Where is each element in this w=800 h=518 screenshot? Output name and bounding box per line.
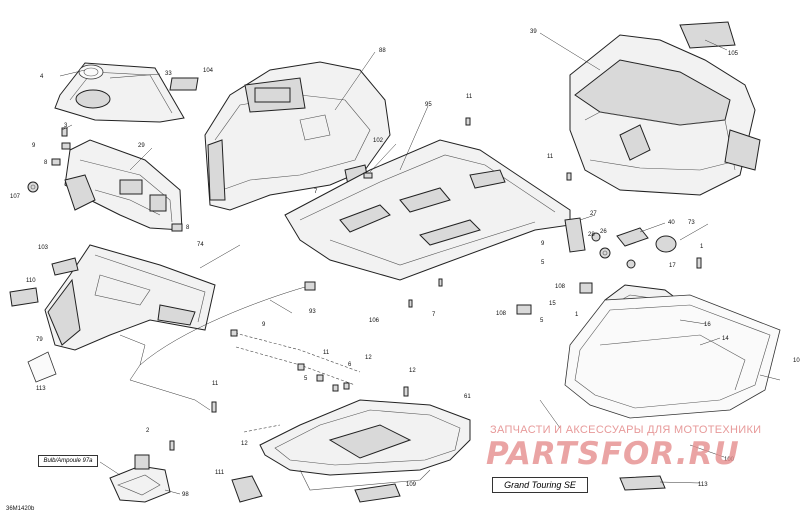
light-housing-74 <box>44 244 216 351</box>
bracket-107b <box>516 304 532 315</box>
svg-text:17: 17 <box>669 263 676 269</box>
svg-text:104: 104 <box>203 68 214 74</box>
cover-plate-33 <box>54 62 185 123</box>
decal-113 <box>619 475 666 491</box>
svg-text:12: 12 <box>365 355 372 361</box>
svg-text:33: 33 <box>165 71 172 77</box>
svg-text:93: 93 <box>309 309 316 315</box>
svg-text:113: 113 <box>698 482 708 488</box>
svg-text:1: 1 <box>700 244 704 250</box>
svg-text:15: 15 <box>549 301 556 307</box>
svg-text:3: 3 <box>64 123 68 129</box>
svg-text:14: 14 <box>722 336 729 342</box>
svg-text:2: 2 <box>146 428 150 434</box>
svg-text:103: 103 <box>38 245 49 251</box>
svg-text:105: 105 <box>728 51 739 57</box>
decal-109 <box>9 287 39 307</box>
svg-text:11: 11 <box>547 154 554 160</box>
svg-text:108: 108 <box>555 284 566 290</box>
decal-104 <box>679 21 736 49</box>
callout-labels: 4 33 104 3 29 9 8 107 8 103 74 110 79 11… <box>10 29 800 498</box>
svg-text:110: 110 <box>26 278 36 284</box>
svg-text:9: 9 <box>262 322 266 328</box>
bracket-39 <box>564 217 586 253</box>
svg-text:9: 9 <box>541 241 545 247</box>
svg-text:98: 98 <box>182 492 189 498</box>
svg-text:73: 73 <box>688 220 695 226</box>
svg-text:4: 4 <box>40 74 44 80</box>
rack-assembly-22 <box>564 284 781 419</box>
bulb-97 <box>109 454 171 503</box>
svg-text:29: 29 <box>138 143 145 149</box>
clip-8 <box>171 223 183 232</box>
svg-text:109: 109 <box>406 482 417 488</box>
svg-text:9: 9 <box>32 143 36 149</box>
knob-75 <box>655 235 677 253</box>
base-plate-93 <box>284 139 571 281</box>
watermark-brand: PARTSFOR.RU <box>486 436 740 472</box>
svg-text:11: 11 <box>212 381 219 387</box>
svg-text:16: 16 <box>704 322 711 328</box>
svg-text:26: 26 <box>600 229 607 235</box>
svg-text:27: 27 <box>590 211 597 217</box>
svg-text:11: 11 <box>323 350 330 356</box>
svg-text:7: 7 <box>314 189 318 195</box>
bolt-26 <box>626 259 636 269</box>
svg-text:12: 12 <box>409 368 416 374</box>
watermark-subtitle: ЗАПЧАСТИ И АКСЕССУАРЫ ДЛЯ МОТОТЕХНИКИ <box>490 424 762 436</box>
svg-text:61: 61 <box>464 394 471 400</box>
svg-text:106: 106 <box>369 318 380 324</box>
model-name-label: Grand Touring SE <box>492 477 588 493</box>
svg-text:102: 102 <box>373 138 384 144</box>
decal-110 <box>231 475 263 503</box>
svg-text:100: 100 <box>724 457 735 463</box>
svg-text:11: 11 <box>466 94 473 100</box>
document-id: 36M1420b <box>6 506 35 512</box>
svg-text:95: 95 <box>425 102 432 108</box>
svg-text:113: 113 <box>36 386 46 392</box>
svg-text:10: 10 <box>793 358 800 364</box>
decal-108 <box>354 483 401 503</box>
wire-harness-95 <box>119 286 306 411</box>
svg-text:88: 88 <box>379 48 386 54</box>
svg-text:1: 1 <box>575 312 579 318</box>
grommet-106 <box>27 181 39 193</box>
svg-text:107: 107 <box>10 194 21 200</box>
bracket-29 <box>64 139 183 231</box>
svg-text:28: 28 <box>588 232 595 238</box>
svg-text:5: 5 <box>540 318 544 324</box>
svg-text:108: 108 <box>496 311 507 317</box>
decal-101 <box>51 257 79 276</box>
svg-text:8: 8 <box>186 225 190 231</box>
svg-text:74: 74 <box>197 242 204 248</box>
lens-111 <box>27 351 57 383</box>
bracket-107a <box>579 282 593 294</box>
lower-tray-73 <box>259 399 471 491</box>
bulb-reference-label: Bulb/Ampoule 97a <box>38 455 98 467</box>
clip-61 <box>616 227 649 247</box>
svg-text:8: 8 <box>44 160 48 166</box>
svg-text:40: 40 <box>668 220 675 226</box>
top-case-40 <box>569 34 761 196</box>
nut-28 <box>591 232 601 242</box>
svg-text:5: 5 <box>541 260 545 266</box>
svg-text:7: 7 <box>432 312 436 318</box>
svg-text:79: 79 <box>36 337 43 343</box>
svg-text:12: 12 <box>241 441 248 447</box>
svg-text:5: 5 <box>304 376 308 382</box>
svg-text:111: 111 <box>215 470 225 476</box>
washer-27 <box>599 247 611 259</box>
svg-text:6: 6 <box>348 362 352 368</box>
decal-103 <box>169 77 199 91</box>
svg-text:39: 39 <box>530 29 537 35</box>
